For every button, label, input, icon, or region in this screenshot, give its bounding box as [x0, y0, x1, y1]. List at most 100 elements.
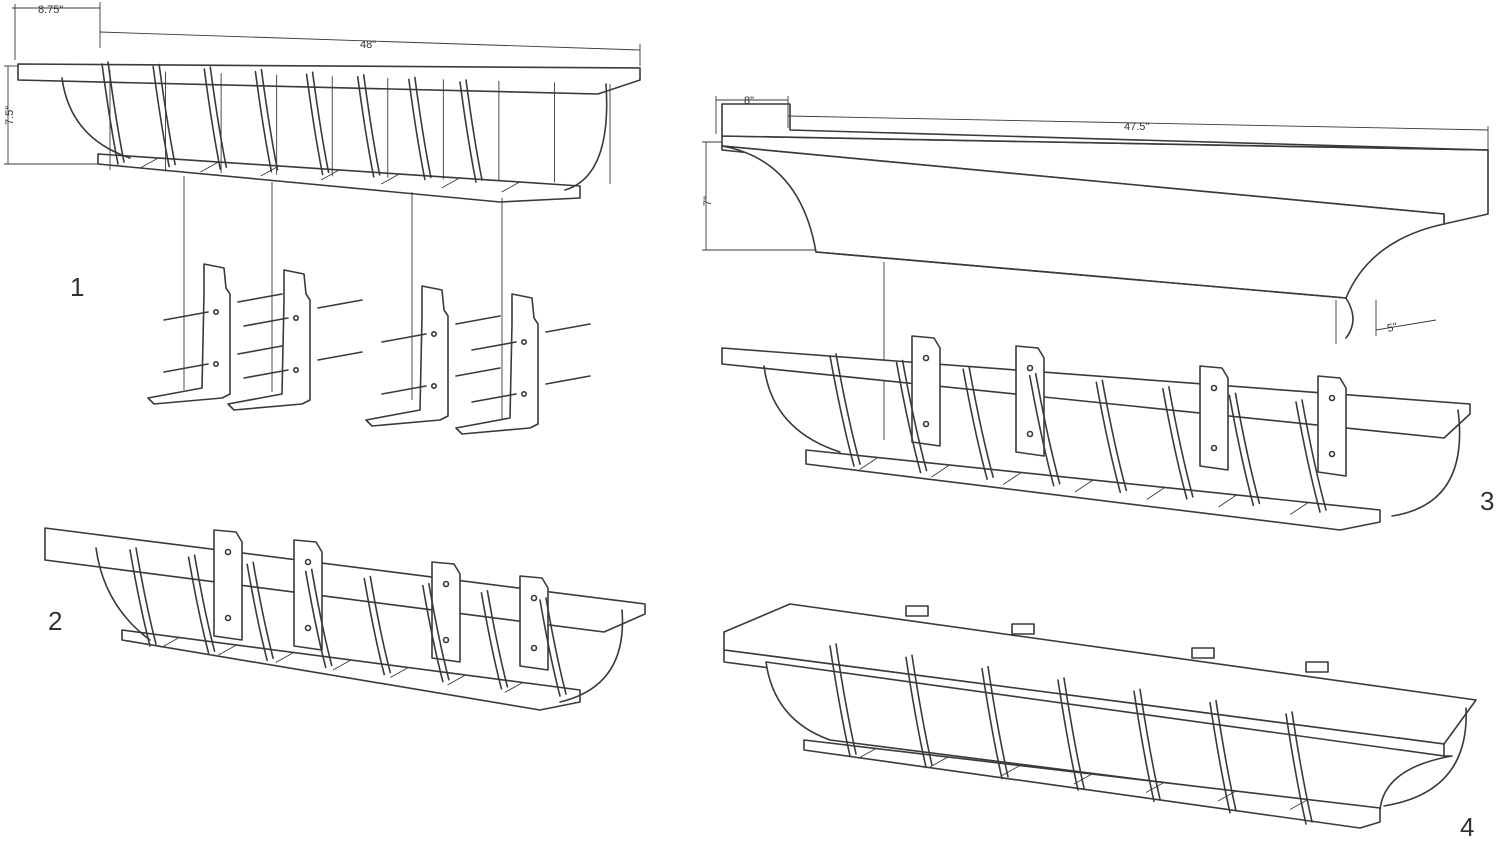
rack-hoop	[1028, 374, 1055, 487]
rack-hoop	[1291, 711, 1313, 823]
rack-hoop	[911, 654, 933, 767]
rack-hoop	[209, 66, 228, 168]
bracket-hole	[922, 354, 930, 362]
rack-hoop	[1133, 690, 1155, 803]
bracket-hole	[442, 580, 450, 588]
rack-hoop	[356, 76, 375, 178]
tray-crossbar	[1289, 799, 1309, 810]
tray-crossbar	[260, 165, 279, 177]
bracket-tab	[905, 605, 929, 617]
rack-length-label: 48"	[360, 39, 376, 51]
tray-crossbar	[140, 157, 159, 169]
wall-bracket	[455, 293, 539, 435]
rack-hoop	[260, 68, 279, 171]
tray-crossbar	[1001, 765, 1021, 776]
step-1-rack: 8.75" 48" 7.5"	[4, 2, 641, 420]
rack-hoop	[962, 368, 988, 480]
tray-crossbar	[1290, 502, 1309, 515]
rack-hoop	[414, 76, 432, 179]
tray-crossbar	[320, 169, 340, 181]
rack-hoop	[428, 582, 450, 681]
bracket-hole	[442, 636, 450, 644]
rack-hoop	[486, 590, 509, 688]
step-2-rack-with-brackets	[44, 527, 646, 711]
rack-hoop	[362, 74, 381, 176]
bracket-hole	[922, 420, 930, 428]
tray-crossbar	[857, 748, 877, 759]
rack-hoop	[1215, 699, 1237, 812]
rack-hoop	[305, 73, 324, 176]
liner-height-label: 7"	[702, 196, 714, 206]
wall-anchor	[545, 323, 591, 333]
tray-crossbar	[504, 682, 523, 693]
liner-length-label: 47.5"	[1124, 121, 1149, 133]
rack-hoop	[1063, 677, 1085, 789]
wall-anchor	[317, 351, 363, 361]
wall-anchor	[237, 293, 283, 303]
tray-crossbar	[381, 173, 400, 185]
screw	[163, 311, 209, 321]
rack-hoop	[1234, 392, 1261, 505]
rack-hoop	[203, 68, 222, 170]
step-3-liner: 8" 47.5" 7" 5"	[702, 95, 1489, 440]
tray-crossbar	[332, 659, 352, 671]
rack-hoop	[304, 570, 327, 669]
bracket-hole	[430, 330, 437, 337]
rack-hoop	[135, 547, 157, 645]
rack-hoop	[311, 71, 330, 174]
liner-bottom-label: 5"	[1386, 321, 1398, 335]
screw	[471, 341, 517, 351]
tray-crossbar	[161, 637, 180, 648]
rack-hoop	[829, 355, 855, 467]
tray-crossbar	[1003, 472, 1022, 485]
tray-crossbar	[200, 161, 219, 173]
step-number-3: 3	[1480, 486, 1494, 516]
tray-crossbar	[931, 464, 950, 478]
rack-hoop	[369, 575, 392, 674]
bracket-hole	[1210, 384, 1218, 392]
rack-hoop	[835, 353, 861, 465]
bracket-hole	[520, 338, 527, 345]
bracket-hole	[530, 594, 538, 602]
wall-anchor	[455, 315, 501, 325]
tray-crossbar	[275, 652, 294, 663]
rack-hoop	[1301, 399, 1327, 511]
bracket-hole	[530, 644, 538, 652]
wall-anchor	[317, 299, 363, 309]
bracket-hole	[292, 366, 299, 373]
bracket-hole	[1026, 364, 1034, 372]
wall-bracket	[147, 263, 231, 405]
bracket-hole	[304, 624, 312, 632]
rack-hoop	[1034, 372, 1061, 485]
screw	[163, 363, 209, 373]
bracket-hole	[304, 558, 312, 566]
tray-crossbar	[1218, 494, 1237, 508]
bracket-hole	[1210, 444, 1218, 452]
rack-hoop	[539, 599, 561, 697]
rack-hoop	[1139, 688, 1161, 801]
wall-bracket	[227, 269, 311, 411]
bracket-hole	[292, 314, 299, 321]
bracket-tab	[1011, 623, 1035, 635]
screw	[243, 317, 289, 327]
step-3-rack	[721, 335, 1471, 531]
wall-anchor	[237, 345, 283, 355]
rack-hoop	[968, 366, 994, 478]
rack-hoop	[246, 563, 268, 662]
bracket-plate	[1199, 365, 1229, 471]
step-number-1: 1	[70, 272, 84, 302]
rack-hoop	[1285, 713, 1307, 825]
rack-hoop	[1095, 381, 1122, 494]
step-number-2: 2	[48, 606, 62, 636]
rack-hoop	[465, 79, 483, 181]
rack-hoop	[901, 359, 928, 472]
rack-hoop	[101, 63, 119, 165]
rack-hoop	[835, 643, 857, 755]
rack-hoop	[1057, 679, 1079, 791]
tray-crossbar	[929, 756, 949, 768]
rack-hoop	[1168, 386, 1194, 498]
screw	[243, 369, 289, 379]
bracket-hole	[224, 548, 232, 556]
rack-height-label: 7.5"	[4, 106, 16, 125]
rack-hoop	[459, 81, 477, 183]
